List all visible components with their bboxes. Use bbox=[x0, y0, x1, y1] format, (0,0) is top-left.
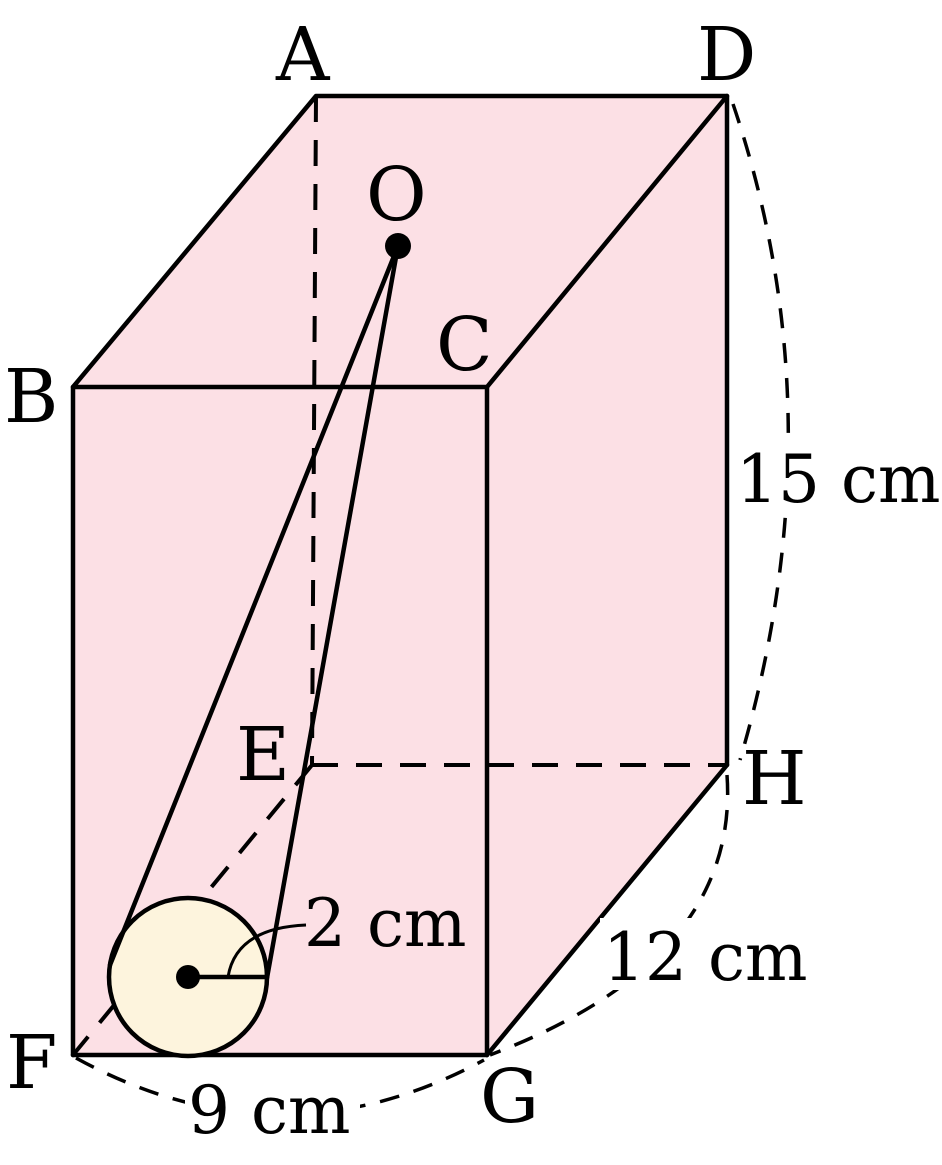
visible-edges bbox=[70, 93, 730, 1058]
vertex-label-C: C bbox=[436, 302, 493, 388]
edge-GH bbox=[484, 762, 730, 1058]
cone bbox=[106, 233, 411, 1059]
width-label: 9 cm bbox=[188, 1072, 351, 1149]
cone-slant-left bbox=[107, 243, 401, 968]
vertex-label-E: E bbox=[236, 712, 290, 798]
right-face bbox=[487, 96, 727, 1055]
cone-base-center-dot bbox=[176, 965, 200, 989]
depth-label: 12 cm bbox=[603, 919, 808, 996]
cone-slant-right bbox=[264, 243, 401, 981]
vertex-label-A: A bbox=[275, 12, 331, 98]
vertex-label-O: O bbox=[366, 152, 427, 238]
radius-leader-line bbox=[226, 923, 307, 978]
height-brace bbox=[731, 103, 791, 761]
label-backgrounds bbox=[185, 440, 942, 1140]
vertex-label-F: F bbox=[6, 1020, 57, 1106]
vertex-label-B: B bbox=[4, 354, 58, 440]
hidden-edge-AE bbox=[310, 95, 318, 766]
vertex-label-H: H bbox=[742, 736, 807, 822]
vertex-label-D: D bbox=[697, 12, 756, 98]
box-faces bbox=[73, 96, 727, 1055]
cone-apex-dot bbox=[385, 233, 411, 259]
height-label: 15 cm bbox=[736, 441, 941, 518]
radius-label: 2 cm bbox=[304, 885, 467, 962]
measurement-labels: 15 cm 12 cm 9 cm 2 cm bbox=[188, 441, 941, 1149]
vertex-label-G: G bbox=[480, 1054, 539, 1140]
vertex-labels: A D O B C E H F G bbox=[4, 12, 807, 1140]
front-face bbox=[73, 387, 487, 1055]
